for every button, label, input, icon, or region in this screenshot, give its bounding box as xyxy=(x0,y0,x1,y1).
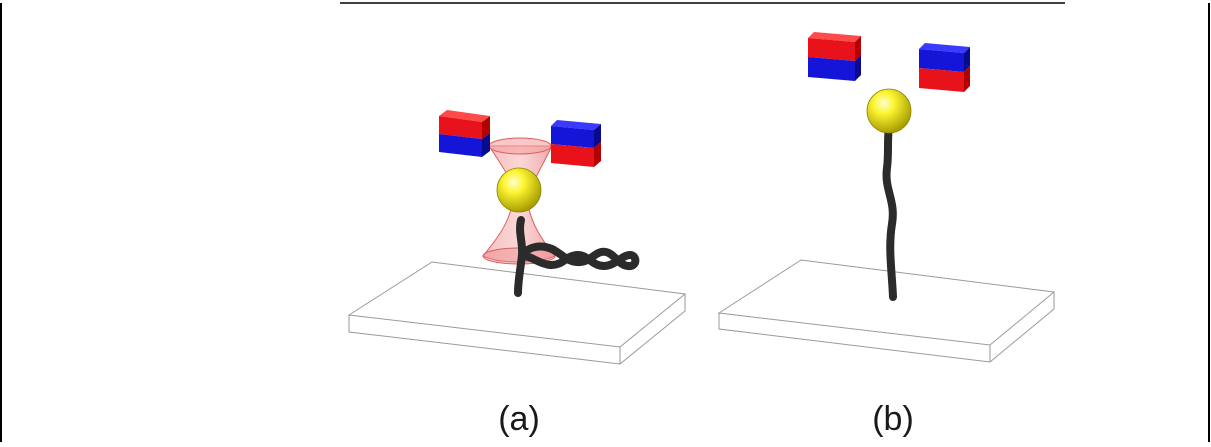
glass-slide-icon xyxy=(717,259,1056,363)
panel-b xyxy=(717,32,1056,363)
bead-icon xyxy=(866,88,912,134)
magnet-icon xyxy=(808,32,861,81)
bead-icon xyxy=(496,167,542,213)
magnet-icon xyxy=(439,110,490,157)
glass-slide-icon xyxy=(347,261,687,365)
tether-icon xyxy=(514,216,640,297)
panel-a xyxy=(347,110,687,365)
magnet-icon xyxy=(919,43,970,92)
magnet-icon xyxy=(551,120,601,167)
tether-icon xyxy=(882,124,897,301)
panel-a-label: (a) xyxy=(498,400,540,438)
panel-b-label: (b) xyxy=(872,400,914,438)
